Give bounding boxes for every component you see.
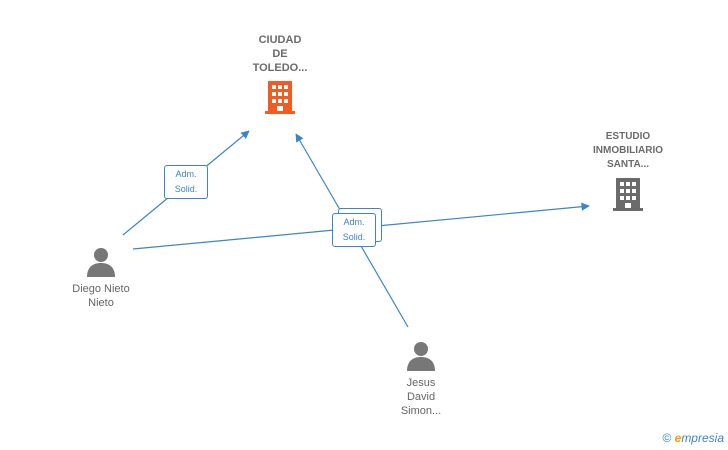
person-icon: [51, 246, 151, 278]
building-icon: [230, 79, 330, 115]
person-label: Jesus David Simon...: [400, 377, 442, 417]
person-node-jesus[interactable]: Jesus David Simon...: [371, 340, 471, 418]
edge-label-diego-ciudad[interactable]: Adm. Solid.: [164, 165, 208, 199]
person-label: Diego Nieto Nieto: [72, 283, 130, 309]
company-label: ESTUDIO INMOBILIARIO SANTA...: [593, 131, 663, 170]
person-node-diego[interactable]: Diego Nieto Nieto: [51, 246, 151, 310]
brand-footer: © empresia: [662, 431, 724, 445]
company-label: CIUDAD DE TOLEDO...: [252, 34, 308, 74]
brand-logo-initial: e: [674, 431, 682, 445]
copyright-symbol: ©: [662, 431, 672, 445]
company-node-estudio[interactable]: ESTUDIO INMOBILIARIO SANTA...: [573, 130, 683, 212]
brand-logo-text: mpresia: [681, 431, 724, 445]
building-icon: [573, 176, 683, 212]
company-node-ciudad[interactable]: CIUDAD DE TOLEDO...: [230, 33, 330, 115]
edge-label-jesus-estudio[interactable]: Adm. Solid.: [332, 213, 376, 247]
person-icon: [371, 340, 471, 372]
